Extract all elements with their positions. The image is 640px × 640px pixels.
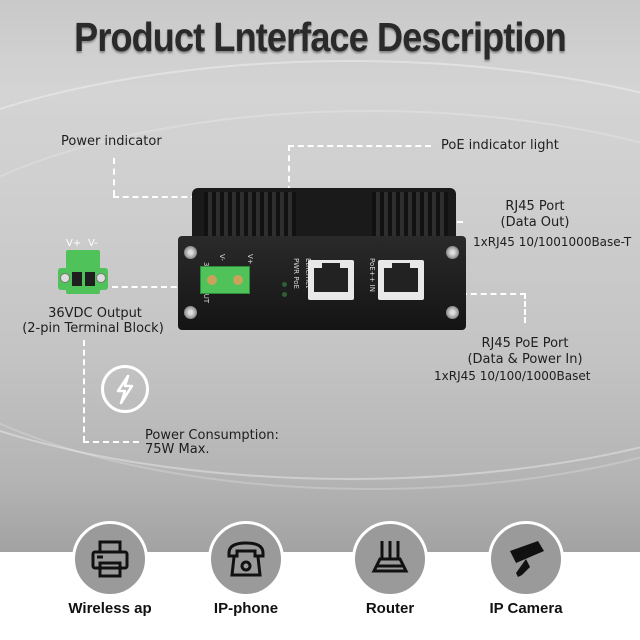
power-consumption-value: 75W Max. [145,442,210,457]
rj45-poe-spec: 1xRJ45 10/100/1000Baset [434,369,591,383]
page-title: Product Lnterface Description [74,14,567,60]
background-swoosh [0,110,640,490]
dc-output-title: 36VDC Output [48,306,142,321]
terminal-block-connector [58,246,108,294]
printer-icon [72,521,148,597]
power-led [282,282,287,287]
app-label-ip-camera: IP Camera [489,600,563,617]
app-label-router: Router [365,600,415,617]
leader-line [112,286,216,288]
leader-line [288,145,431,147]
poe-led [282,292,287,297]
dc-output-subtitle: (2-pin Terminal Block) [22,321,164,336]
leader-line [113,158,115,196]
poe-splitter-device: 36VDC OUT V- V+ PWR PoE Ethernet PoE++ I… [178,188,466,330]
poe-indicator-label: PoE indicator light [441,138,559,153]
rj45-poe-title: RJ45 PoE Port [481,336,569,351]
telephone-icon [208,521,284,597]
power-indicator-label: Power indicator [61,134,162,149]
ext-terminal-vplus: V+ [66,238,82,249]
device-vplus-label: V+ [246,254,254,265]
router-icon [352,521,428,597]
leader-line [83,340,85,442]
rj45-data-out-spec: 1xRJ45 10/1001000Base-T [473,235,632,249]
app-label-wireless-ap: Wireless ap [68,600,152,617]
leader-line [83,441,139,443]
pwr-poe-label: PWR PoE [292,258,300,289]
poe-in-label: PoE++ IN [368,258,376,292]
rj45-data-out-title: RJ45 Port [505,199,565,214]
device-vminus-label: V- [218,254,226,261]
lightning-bolt-icon [101,365,149,413]
power-consumption-title: Power Consumption: [145,428,279,443]
device-terminal-port [200,266,250,294]
camera-icon [488,521,564,597]
rj45-data-out-port [308,260,354,300]
rj45-poe-in-port [378,260,424,300]
rj45-data-out-subtitle: (Data Out) [500,215,570,230]
leader-line [524,293,526,323]
ext-terminal-vminus: V- [88,238,98,249]
app-label-ip-phone: IP-phone [213,600,279,617]
rj45-poe-subtitle: (Data & Power In) [467,352,583,367]
